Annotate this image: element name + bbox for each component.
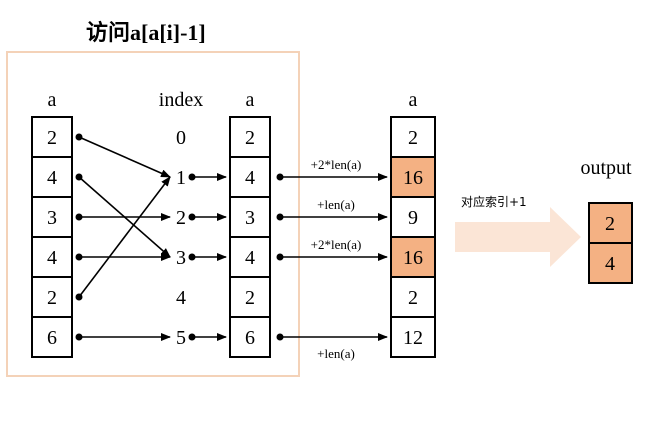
label-a-right: a <box>409 89 418 111</box>
a-mid-value: 6 <box>245 327 255 349</box>
a-left-value: 3 <box>47 207 57 229</box>
label-index: index <box>159 89 203 111</box>
mapping-arrow <box>78 136 171 178</box>
index-value: 2 <box>176 207 186 229</box>
a-left-value: 4 <box>47 167 57 189</box>
a-right-value: 2 <box>408 287 418 309</box>
a-right-cell <box>390 116 436 158</box>
index-value: 3 <box>176 247 186 269</box>
a-left-value: 2 <box>47 287 57 309</box>
a-mid-value: 3 <box>245 207 255 229</box>
a-right-value: 16 <box>403 247 423 269</box>
a-right-value: 2 <box>408 127 418 149</box>
index-value: 4 <box>176 287 186 309</box>
increment-label: +2*len(a) <box>311 157 362 172</box>
index-value: 0 <box>176 127 186 149</box>
index-value: 5 <box>176 327 186 349</box>
labels-layer: +2*len(a) +len(a) +2*len(a) +len(a) <box>311 157 362 361</box>
label-output: output <box>580 157 632 179</box>
output-cell <box>588 242 633 284</box>
increment-label: +len(a) <box>317 197 355 212</box>
a-mid-cell <box>229 196 271 238</box>
a-right-value: 16 <box>403 167 423 189</box>
a-left-value: 2 <box>47 127 57 149</box>
a-mid-cell <box>229 316 271 358</box>
increment-label: +len(a) <box>317 346 355 361</box>
label-a-left: a <box>48 89 57 111</box>
a-left-value: 4 <box>47 247 57 269</box>
a-left-cell <box>31 196 73 238</box>
a-mid-value: 2 <box>245 287 255 309</box>
a-right-value: 12 <box>403 327 423 349</box>
a-right-cell <box>390 316 436 358</box>
a-right-cell <box>390 196 436 238</box>
a-left-cell <box>31 316 73 358</box>
diagram-title: 访问a[a[i]-1] <box>86 20 206 45</box>
output-value: 4 <box>605 253 615 275</box>
index-value: 1 <box>176 167 186 189</box>
a-mid-cell <box>229 156 271 198</box>
big-flow-arrow <box>455 207 581 267</box>
output-value: 2 <box>605 213 615 235</box>
mapping-arrow <box>78 176 171 298</box>
arrows-layer <box>75 133 388 341</box>
a-mid-value: 2 <box>245 127 255 149</box>
left-frame <box>6 51 300 377</box>
a-left-cell <box>31 236 73 278</box>
arrow-caption: 对应索引+1 <box>461 194 527 209</box>
a-mid-value: 4 <box>245 167 255 189</box>
a-left-value: 6 <box>47 327 57 349</box>
increment-label: +2*len(a) <box>311 237 362 252</box>
a-mid-value: 4 <box>245 247 255 269</box>
a-right-value: 9 <box>408 207 418 229</box>
label-a-mid: a <box>246 89 255 111</box>
